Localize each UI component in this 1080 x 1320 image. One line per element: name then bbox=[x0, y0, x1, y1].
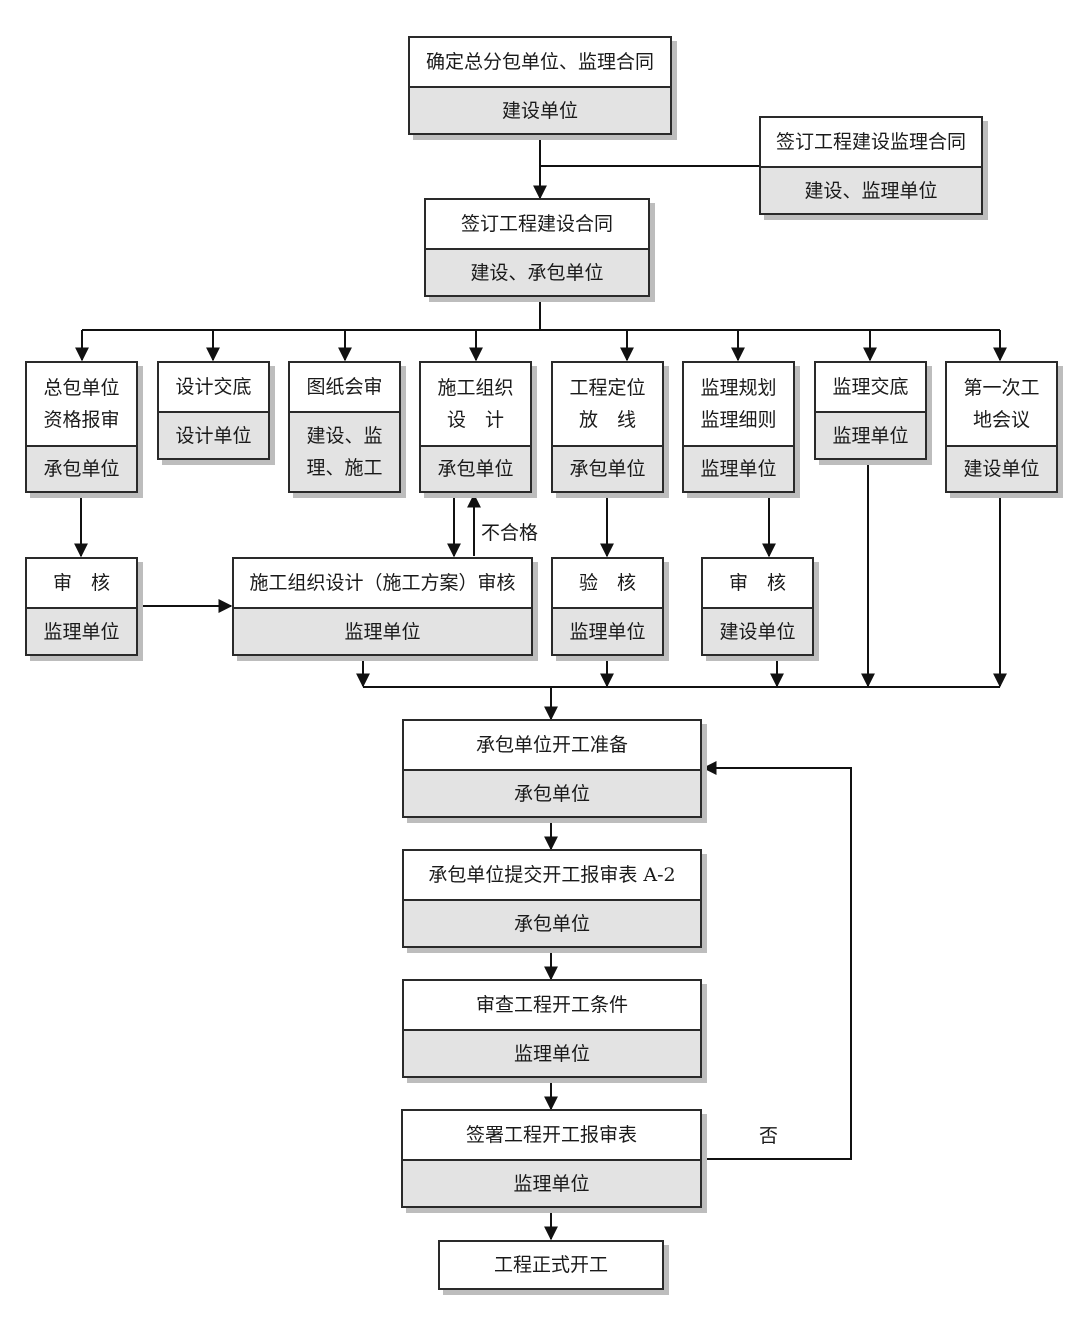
node-party: 承包单位 bbox=[421, 445, 530, 491]
node-task: 监理规划 监理细则 bbox=[684, 363, 793, 445]
node-task: 确定总分包单位、监理合同 bbox=[410, 38, 670, 86]
node-task: 施工组织 设 计 bbox=[421, 363, 530, 445]
node-task: 总包单位 资格报审 bbox=[27, 363, 136, 445]
unqualified-label: 不合格 bbox=[481, 522, 539, 544]
node-party: 承包单位 bbox=[27, 445, 136, 491]
node-task: 第一次工 地会议 bbox=[947, 363, 1056, 445]
node-task: 施工组织设计（施工方案）审核 bbox=[234, 559, 531, 607]
node-party: 承包单位 bbox=[404, 899, 700, 946]
node-party: 建设、承包单位 bbox=[426, 248, 648, 295]
node-task: 承包单位提交开工报审表 A-2 bbox=[404, 851, 700, 899]
node-positioning: 工程定位 放 线 承包单位 bbox=[551, 361, 664, 493]
node-party: 监理单位 bbox=[816, 411, 925, 458]
node-design-disclosure: 设计交底 设计单位 bbox=[157, 361, 270, 460]
node-task: 工程定位 放 线 bbox=[553, 363, 662, 445]
node-start-prep: 承包单位开工准备 承包单位 bbox=[402, 719, 702, 818]
node-task: 监理交底 bbox=[816, 363, 925, 411]
no-label: 否 bbox=[759, 1125, 779, 1147]
node-sign-form: 签署工程开工报审表 监理单位 bbox=[401, 1109, 702, 1208]
node-task: 设计交底 bbox=[159, 363, 268, 411]
node-party: 承包单位 bbox=[553, 445, 662, 491]
node-party: 监理单位 bbox=[684, 445, 793, 491]
node-party: 建设单位 bbox=[410, 86, 670, 133]
node-task: 审 核 bbox=[27, 559, 136, 607]
node-supervision-plan: 监理规划 监理细则 监理单位 bbox=[682, 361, 795, 493]
node-task: 审查工程开工条件 bbox=[404, 981, 700, 1029]
node-task: 签订工程建设监理合同 bbox=[761, 118, 981, 166]
node-confirm-contract: 确定总分包单位、监理合同 建设单位 bbox=[408, 36, 672, 135]
node-qualification-review: 总包单位 资格报审 承包单位 bbox=[25, 361, 138, 493]
node-construction-contract: 签订工程建设合同 建设、承包单位 bbox=[424, 198, 650, 297]
node-submit-form: 承包单位提交开工报审表 A-2 承包单位 bbox=[402, 849, 702, 948]
node-formal-start: 工程正式开工 bbox=[438, 1240, 664, 1290]
node-party: 监理单位 bbox=[27, 607, 136, 654]
node-drawing-review: 图纸会审 建设、监 理、施工 bbox=[288, 361, 401, 493]
node-check-conditions: 审查工程开工条件 监理单位 bbox=[402, 979, 702, 1078]
node-verify: 验 核 监理单位 bbox=[551, 557, 664, 656]
node-party: 建设单位 bbox=[947, 445, 1056, 491]
node-party: 监理单位 bbox=[403, 1159, 700, 1206]
node-party: 建设单位 bbox=[703, 607, 812, 654]
node-party: 建设、监 理、施工 bbox=[290, 411, 399, 491]
node-task: 签订工程建设合同 bbox=[426, 200, 648, 248]
node-task: 承包单位开工准备 bbox=[404, 721, 700, 769]
node-review-2: 审 核 建设单位 bbox=[701, 557, 814, 656]
node-design-review: 施工组织设计（施工方案）审核 监理单位 bbox=[232, 557, 533, 656]
node-party: 监理单位 bbox=[553, 607, 662, 654]
node-review-1: 审 核 监理单位 bbox=[25, 557, 138, 656]
node-task: 验 核 bbox=[553, 559, 662, 607]
node-party: 监理单位 bbox=[234, 607, 531, 654]
node-supervision-disclosure: 监理交底 监理单位 bbox=[814, 361, 927, 460]
node-task: 工程正式开工 bbox=[440, 1242, 662, 1288]
node-party: 设计单位 bbox=[159, 411, 268, 458]
node-task: 签署工程开工报审表 bbox=[403, 1111, 700, 1159]
node-task: 图纸会审 bbox=[290, 363, 399, 411]
node-party: 承包单位 bbox=[404, 769, 700, 816]
node-supervision-contract: 签订工程建设监理合同 建设、监理单位 bbox=[759, 116, 983, 215]
node-task: 审 核 bbox=[703, 559, 812, 607]
node-first-meeting: 第一次工 地会议 建设单位 bbox=[945, 361, 1058, 493]
node-construction-design: 施工组织 设 计 承包单位 bbox=[419, 361, 532, 493]
node-party: 建设、监理单位 bbox=[761, 166, 981, 213]
node-party: 监理单位 bbox=[404, 1029, 700, 1076]
